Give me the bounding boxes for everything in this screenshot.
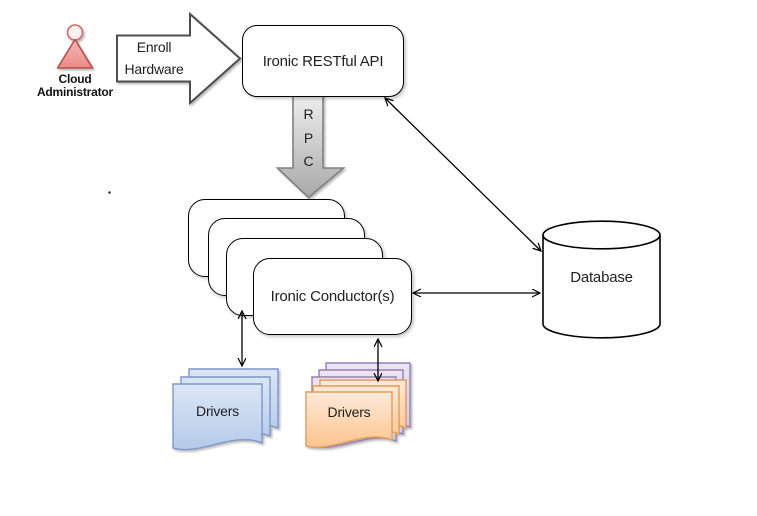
rpc-letter-r: R bbox=[303, 106, 314, 122]
rpc-letter-c: C bbox=[303, 153, 314, 169]
blue-document-icon bbox=[172, 383, 263, 451]
ironic-conductors-label: Ironic Conductor(s) bbox=[270, 288, 395, 305]
drivers-orange-label: Drivers bbox=[327, 404, 371, 420]
enroll-line1: Enroll bbox=[136, 39, 172, 55]
ironic-conductors-node: Ironic Conductor(s) bbox=[253, 258, 412, 335]
rpc-label: R P C bbox=[300, 103, 317, 174]
database-label: Database bbox=[570, 269, 633, 286]
actor-line1: Cloud bbox=[58, 72, 92, 86]
orange-document-icon bbox=[305, 391, 393, 448]
database-cylinder bbox=[542, 220, 661, 339]
rpc-block-arrow bbox=[275, 94, 346, 199]
drivers-orange-stack bbox=[305, 362, 411, 448]
actor-line2: Administrator bbox=[36, 85, 114, 99]
rpc-letter-p: P bbox=[303, 129, 314, 146]
drivers-blue-label: Drivers bbox=[196, 403, 239, 419]
ironic-restful-api-node: Ironic RESTful API bbox=[242, 25, 404, 97]
ironic-restful-api-label: Ironic RESTful API bbox=[262, 52, 384, 70]
enroll-block-arrow bbox=[116, 11, 242, 106]
enroll-hardware-label: Enroll Hardware bbox=[113, 36, 195, 80]
stray-dot bbox=[108, 191, 111, 194]
person-icon bbox=[56, 24, 94, 69]
cloud-administrator-label: Cloud Administrator bbox=[20, 73, 130, 99]
drivers-blue-stack bbox=[172, 368, 279, 451]
enroll-line2: Hardware bbox=[124, 61, 184, 77]
